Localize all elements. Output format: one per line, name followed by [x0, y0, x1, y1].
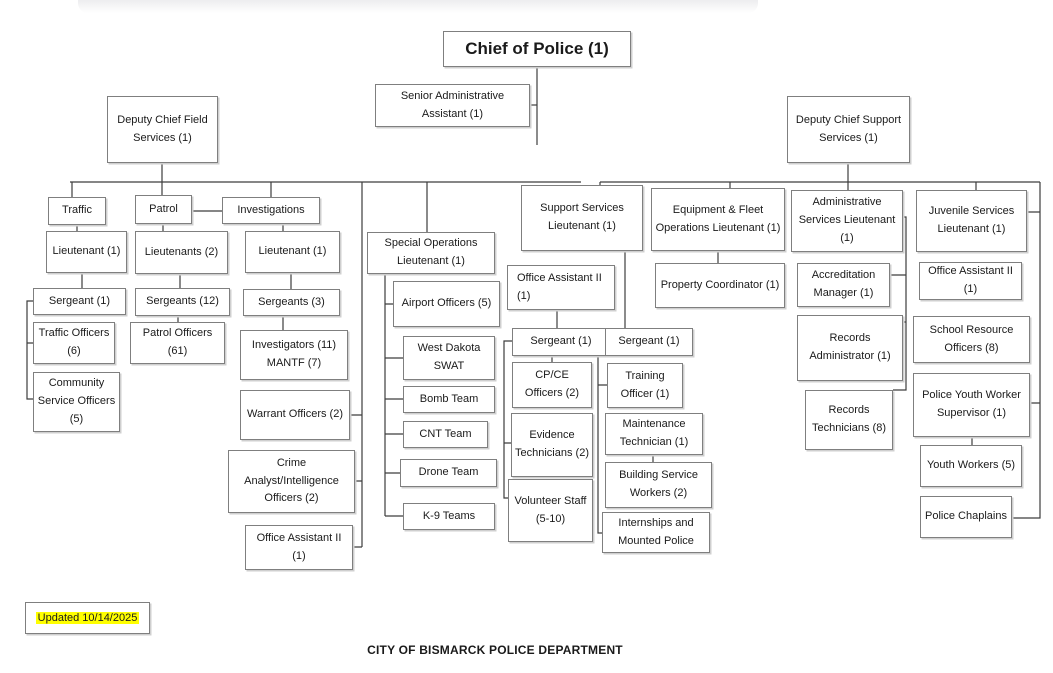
org-node-patrol: Patrol: [135, 195, 192, 224]
org-node-records-administrator: Records Administrator (1): [797, 315, 903, 381]
org-node-evidence-technicians: Evidence Technicians (2): [511, 413, 593, 477]
org-node-internships-mounted-police: Internships and Mounted Police: [602, 512, 710, 553]
org-node-support-sergeant-2: Sergeant (1): [605, 328, 693, 356]
org-node-traffic-officers: Traffic Officers (6): [33, 322, 115, 364]
org-node-warrant-officers: Warrant Officers (2): [240, 390, 350, 440]
org-node-patrol-sergeants: Sergeants (12): [135, 288, 230, 316]
org-node-traffic-lieutenant: Lieutenant (1): [46, 231, 127, 273]
org-node-airport-officers: Airport Officers (5): [393, 281, 500, 327]
org-node-community-service-officers: Community Service Officers (5): [33, 372, 120, 432]
org-node-deputy-chief-field-services: Deputy Chief Field Services (1): [107, 96, 218, 163]
page-title: CITY OF BISMARCK POLICE DEPARTMENT: [367, 643, 623, 657]
org-node-chief-of-police: Chief of Police (1): [443, 31, 631, 67]
org-node-special-operations-lieutenant: Special Operations Lieutenant (1): [367, 232, 495, 274]
org-node-bomb-team: Bomb Team: [403, 386, 495, 413]
org-node-patrol-lieutenants: Lieutenants (2): [135, 231, 228, 274]
updated-date-highlight: Updated 10/14/2025: [35, 612, 140, 624]
org-node-investigations-lieutenant: Lieutenant (1): [245, 231, 340, 273]
org-node-investigations: Investigations: [222, 197, 320, 224]
org-node-drone-team: Drone Team: [400, 459, 497, 487]
org-node-equipment-fleet-operations-lieutenant: Equipment & Fleet Operations Lieutenant …: [651, 188, 785, 251]
org-node-traffic-sergeant: Sergeant (1): [33, 288, 126, 315]
org-node-senior-administrative-assistant: Senior Administrative Assistant (1): [375, 84, 530, 127]
org-node-investigations-sergeants: Sergeants (3): [243, 289, 340, 316]
org-node-juvenile-services-lieutenant: Juvenile Services Lieutenant (1): [916, 190, 1027, 252]
org-node-maintenance-technician: Maintenance Technician (1): [605, 413, 703, 455]
org-node-accreditation-manager: Accreditation Manager (1): [797, 263, 890, 307]
org-node-police-chaplains: Police Chaplains: [920, 496, 1012, 538]
org-node-school-resource-officers: School Resource Officers (8): [913, 316, 1030, 363]
org-node-patrol-officers: Patrol Officers (61): [130, 322, 225, 364]
updated-date-box: Updated 10/14/2025: [25, 602, 150, 634]
org-node-volunteer-staff: Volunteer Staff (5-10): [508, 479, 593, 542]
org-node-juvenile-office-assistant: Office Assistant II (1): [919, 262, 1022, 300]
org-node-deputy-chief-support-services: Deputy Chief Support Services (1): [787, 96, 910, 163]
org-node-police-youth-worker-supervisor: Police Youth Worker Supervisor (1): [913, 373, 1030, 437]
org-node-k9-teams: K-9 Teams: [403, 503, 495, 530]
org-node-building-service-workers: Building Service Workers (2): [605, 462, 712, 508]
org-node-west-dakota-swat: West Dakota SWAT: [403, 336, 495, 380]
org-node-traffic: Traffic: [48, 197, 106, 225]
top-shadow-artifact: [78, 0, 758, 13]
org-node-crime-analyst-intelligence-officers: Crime Analyst/Intelligence Officers (2): [228, 450, 355, 513]
org-node-support-office-assistant: Office Assistant II (1): [507, 265, 615, 310]
org-node-investigations-office-assistant: Office Assistant II (1): [245, 525, 353, 570]
org-node-records-technicians: Records Technicians (8): [805, 390, 893, 450]
org-node-investigators-mantf: Investigators (11) MANTF (7): [240, 330, 348, 380]
org-node-cnt-team: CNT Team: [403, 421, 488, 448]
org-node-youth-workers: Youth Workers (5): [920, 445, 1022, 487]
org-node-support-sergeant-1: Sergeant (1): [512, 328, 610, 356]
org-node-administrative-services-lieutenant: Administrative Services Lieutenant (1): [791, 190, 903, 252]
org-node-support-services-lieutenant: Support Services Lieutenant (1): [521, 185, 643, 251]
org-node-cpce-officers: CP/CE Officers (2): [512, 362, 592, 408]
org-node-training-officer: Training Officer (1): [607, 363, 683, 408]
org-node-property-coordinator: Property Coordinator (1): [655, 263, 785, 308]
